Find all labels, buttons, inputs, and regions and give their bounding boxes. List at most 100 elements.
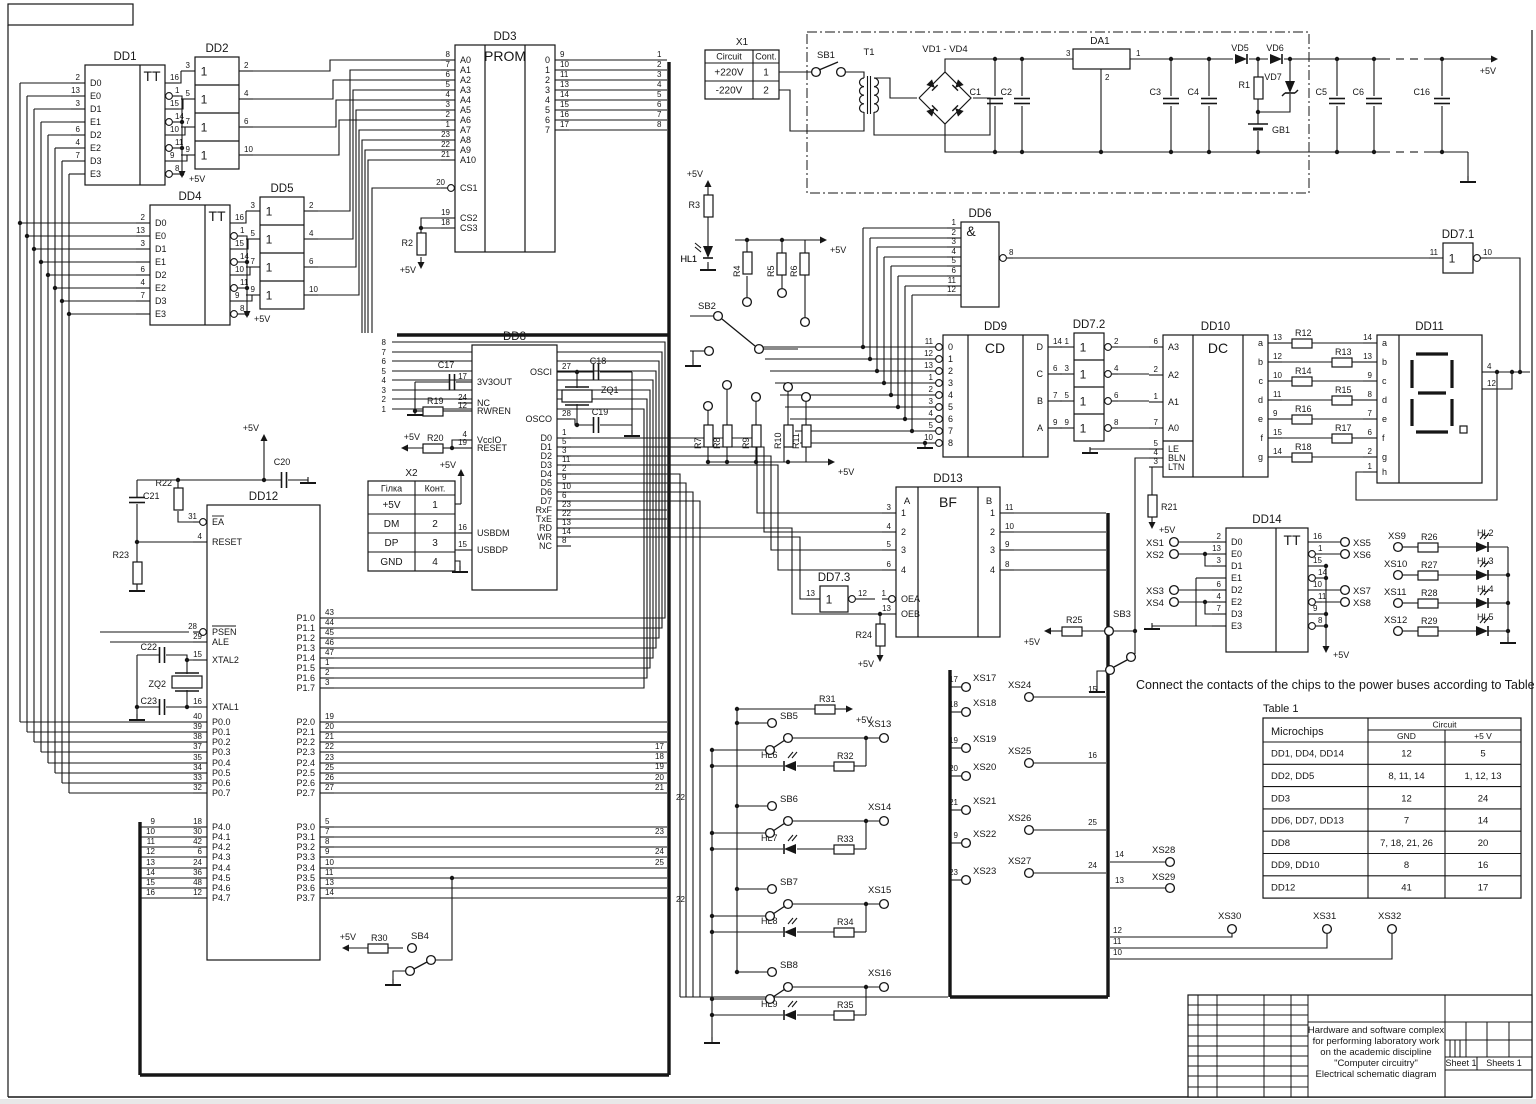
- pin-number: 18: [193, 817, 202, 826]
- contact-circle: [1125, 651, 1137, 663]
- pin-number: 24: [655, 847, 664, 856]
- switch-label: SB7: [780, 877, 798, 888]
- table1-title: Table 1: [1263, 703, 1298, 715]
- title-block-text: "Computer circuitry": [1334, 1058, 1418, 1069]
- vcc-label: +5V: [856, 715, 872, 725]
- junction-dot: [244, 259, 250, 265]
- pin-label: e: [1382, 414, 1387, 424]
- switch-label: SB8: [780, 960, 798, 971]
- resistor-R8: [722, 424, 733, 448]
- vcc-arrow-icon: [1148, 522, 1156, 529]
- switch-label: SB1: [817, 50, 835, 61]
- ic-function-label: TT: [143, 68, 161, 84]
- junction-dot: [1505, 572, 1511, 578]
- junction-dot: [709, 763, 715, 769]
- contact-circle: [782, 981, 794, 993]
- led-HL3: [1476, 570, 1488, 580]
- pin-label: P3.3: [296, 852, 315, 862]
- vcc-label: +5V: [838, 467, 854, 477]
- pin-label: P1.3: [296, 643, 315, 653]
- resistor-R32: [833, 761, 855, 772]
- pin-number: 20: [949, 764, 958, 773]
- resistor-R20: [422, 443, 444, 454]
- contact-circle: [1392, 625, 1404, 637]
- pin-label: P4.5: [212, 873, 231, 883]
- ic-title: DD12: [249, 491, 278, 503]
- led-ray: [694, 242, 702, 249]
- vcc-arrow-icon: [1491, 55, 1498, 63]
- pin-number: 12: [858, 589, 867, 598]
- resistor-R28: [1417, 598, 1439, 609]
- inverter-bubble-icon: [230, 284, 238, 292]
- socket-label: XS16: [868, 968, 891, 979]
- pin-number: 5: [382, 367, 387, 376]
- wire: [1496, 372, 1513, 390]
- vcc-label: +5V: [189, 174, 205, 184]
- contact-circle: [1023, 691, 1035, 703]
- pin-number: 7: [1154, 418, 1159, 427]
- pin-number: 10: [562, 482, 571, 491]
- switch-arm: [818, 61, 839, 71]
- junction-dot: [744, 237, 750, 243]
- pin-number: 7: [251, 257, 256, 266]
- resistor-R26: [1417, 542, 1439, 553]
- pin-number: 24: [1088, 861, 1097, 870]
- battery-label: GB1: [1272, 125, 1290, 135]
- pin-number: 10: [924, 433, 933, 442]
- pin-label: A6: [460, 115, 471, 125]
- contact-circle: [741, 296, 753, 308]
- pin-number: 4: [657, 80, 662, 89]
- pin-number: 16: [193, 697, 202, 706]
- pin-label: P0.4: [212, 758, 231, 768]
- resistor-label: R29: [1421, 616, 1438, 626]
- capacitor-label: C17: [438, 360, 455, 370]
- ic-DD4: [149, 204, 231, 326]
- pin-label: XTAL2: [212, 655, 239, 665]
- pin-number: 23: [949, 868, 958, 877]
- capacitor-label: C21: [143, 491, 160, 501]
- ic-cell-label: 1: [266, 261, 273, 275]
- socket-label: XS26: [1008, 813, 1031, 824]
- wire: [392, 970, 405, 983]
- pin-number: 9: [1005, 540, 1010, 549]
- pin-label: D0: [90, 78, 102, 88]
- pin-number: 21: [655, 783, 664, 792]
- wire: [244, 239, 249, 250]
- contact-circle: [960, 837, 972, 849]
- pin-label: 7: [948, 426, 953, 436]
- pin-number: 9: [325, 847, 330, 856]
- contact-circle: [753, 343, 765, 355]
- pin-number: 6: [382, 357, 387, 366]
- led-ray: [1479, 532, 1486, 540]
- led-label: HL1: [680, 254, 697, 264]
- led-HL5: [1476, 626, 1488, 636]
- table-title: X1: [736, 37, 749, 48]
- junction-dot: [1505, 600, 1511, 606]
- contact-circle: [1339, 548, 1351, 560]
- pin-number: 13: [1115, 876, 1124, 885]
- junction-dot: [1517, 369, 1523, 375]
- pin-number: 7: [382, 348, 387, 357]
- capacitor-label: C20: [274, 457, 291, 467]
- resistor-R9: [751, 424, 762, 448]
- contact-circle: [1321, 923, 1333, 935]
- table1-cell: 12: [1401, 793, 1412, 804]
- ic-title: DD11: [1415, 321, 1444, 333]
- pin-number: 10: [309, 285, 318, 294]
- pin-number: 22: [676, 793, 685, 802]
- vcc-label: +5V: [404, 432, 420, 442]
- title-block-text: Hardware and software complex: [1308, 1025, 1444, 1036]
- pin-label: D4: [540, 469, 552, 479]
- ic-DD11: [1376, 334, 1483, 484]
- junction-dot: [175, 477, 181, 483]
- resistor-R18: [1291, 452, 1313, 463]
- ic-cell-label: 1: [266, 233, 273, 247]
- wire: [451, 439, 458, 448]
- led-HL8: [784, 927, 796, 937]
- resistor-label: R18: [1295, 442, 1312, 452]
- pin-number: 6: [309, 257, 314, 266]
- inverter-bubble-icon: [1473, 254, 1481, 262]
- pin-number: 29: [193, 632, 202, 641]
- pin-number: 17: [949, 675, 958, 684]
- pin-number: 4: [382, 376, 387, 385]
